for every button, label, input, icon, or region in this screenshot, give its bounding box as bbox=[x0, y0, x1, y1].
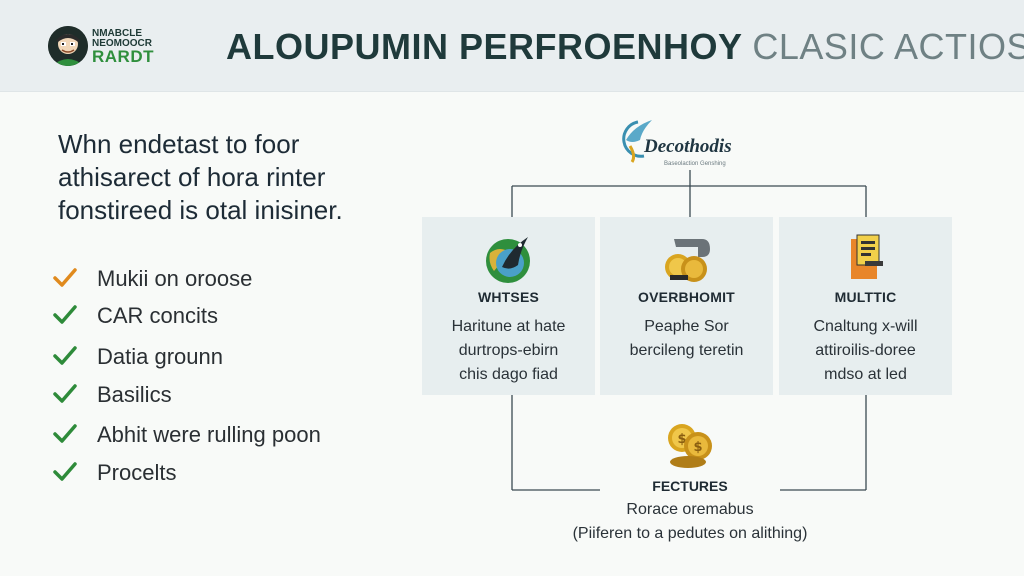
feature-panel-line: Haritune at hate bbox=[451, 318, 566, 335]
check-icon bbox=[53, 346, 77, 365]
intro-line: athisarect of hora rinter bbox=[58, 162, 326, 192]
check-icon bbox=[53, 462, 77, 481]
bird-logo-icon bbox=[622, 120, 652, 163]
checklist-item-label: Basilics bbox=[97, 382, 172, 407]
check-icon bbox=[53, 268, 77, 287]
feature-panel-desc: Peaphe Sor bercileng teretin bbox=[600, 315, 773, 363]
checklist-item-label: CAR concits bbox=[97, 303, 219, 328]
brand-tagline: Baseolaction Genshing bbox=[664, 161, 726, 167]
logo-text-line2: NEOMOOCR bbox=[92, 38, 152, 49]
check-icon bbox=[53, 384, 77, 403]
check-icon bbox=[53, 424, 77, 443]
feature-panel-line: Cnaltung x-will bbox=[813, 318, 918, 335]
brand-name: Decothodis bbox=[644, 136, 732, 157]
mascot-icon bbox=[48, 26, 88, 66]
brand-logo: Decothodis Baseolaction Genshing bbox=[618, 116, 768, 176]
feature-panel-desc: Cnaltung x-will attiroilis-doree mdso at… bbox=[779, 315, 952, 387]
feature-panel-line: bercileng teretin bbox=[629, 342, 744, 359]
feature-panel-title: MULTTIC bbox=[834, 289, 897, 305]
checklist-item-label: Procelts bbox=[97, 460, 177, 485]
feature-panel[interactable]: WHTSES Haritune at hate durtrops-ebirn c… bbox=[422, 217, 595, 395]
feature-panels: WHTSES Haritune at hate durtrops-ebirn c… bbox=[422, 217, 952, 395]
intro-line: Whn endetast to foor bbox=[58, 129, 300, 159]
page-title-secondary: CLASIC ACTIOS bbox=[752, 26, 1024, 67]
feature-panel[interactable]: OVERBHOMIT Peaphe Sor bercileng teretin bbox=[600, 217, 773, 395]
svg-text:$: $ bbox=[677, 432, 686, 447]
bottom-node-desc: Rorace oremabus (Piiferen to a pedutes o… bbox=[520, 498, 860, 546]
bottom-node-line: (Piiferen to a pedutes on alithing) bbox=[572, 525, 808, 542]
check-icon bbox=[53, 305, 77, 324]
coins-icon bbox=[665, 239, 710, 282]
logo[interactable]: NMABCLE NEOMOOCR RARDT bbox=[48, 26, 158, 70]
svg-text:$: $ bbox=[693, 440, 702, 455]
feature-panel[interactable]: MULTTIC Cnaltung x-will attiroilis-doree… bbox=[779, 217, 952, 395]
feature-panel-line: Peaphe Sor bbox=[644, 318, 729, 335]
page-title: ALOUPUMIN PERFROENHOY CLASIC ACTIOS bbox=[226, 26, 1024, 68]
feature-panel-line: durtrops-ebirn bbox=[458, 342, 559, 359]
bottom-node-title: FECTURES bbox=[652, 478, 728, 494]
header-bar: NMABCLE NEOMOOCR RARDT ALOUPUMIN PERFROE… bbox=[0, 0, 1024, 92]
checklist-item-label: Abhit were rulling poon bbox=[97, 422, 321, 447]
checklist-item-label: Mukii on oroose bbox=[97, 266, 253, 291]
feature-panel-title: WHTSES bbox=[477, 289, 540, 305]
page-title-main: ALOUPUMIN PERFROENHOY bbox=[226, 26, 742, 67]
feature-panel-line: mdso at led bbox=[824, 366, 907, 383]
intro-line: fonstireed is otal inisiner. bbox=[58, 195, 343, 225]
logo-text-line1: NMABCLE bbox=[92, 28, 142, 39]
intro-text: Whn endetast to foor athisarect of hora … bbox=[58, 128, 398, 227]
bottom-node-line: Rorace oremabus bbox=[626, 501, 754, 518]
document-icon bbox=[851, 234, 883, 279]
feature-panel-desc: Haritune at hate durtrops-ebirn chis dag… bbox=[422, 315, 595, 387]
feature-panel-line: attiroilis-doree bbox=[815, 342, 916, 359]
gold-coins-icon: $ $ bbox=[668, 424, 712, 468]
feature-panel-title: OVERBHOMIT bbox=[638, 289, 735, 305]
globe-bird-icon bbox=[486, 237, 530, 283]
logo-text-line3: RARDT bbox=[92, 47, 154, 66]
checklist-item-label: Datia grounn bbox=[97, 344, 223, 369]
feature-panel-line: chis dago fiad bbox=[459, 366, 558, 383]
